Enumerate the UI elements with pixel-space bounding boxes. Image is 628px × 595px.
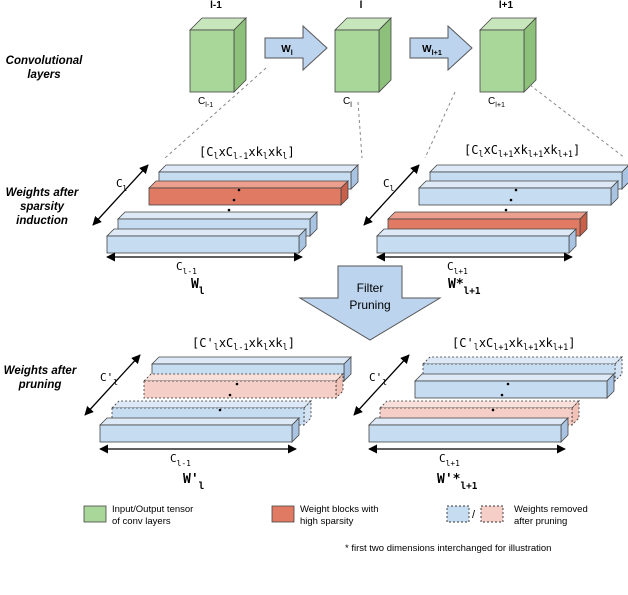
weight-matrix-name: W*l+1	[448, 277, 481, 297]
weight-block-blue	[418, 180, 619, 206]
weight-block-blue	[414, 373, 615, 399]
weight-arrow-label: Wl	[281, 44, 292, 57]
output-channel-label: Cl	[116, 177, 127, 193]
tensor-cube: lCl	[334, 0, 392, 109]
stack-pruning-right: [C'lxCl+1xkl+1xkl+1] C'lCl+1W'*l+1	[353, 336, 623, 492]
tensor-channel-label: Cl-1	[198, 96, 213, 109]
input-channel-label: Cl+1	[447, 260, 468, 276]
output-channel-label: C'l	[100, 371, 118, 387]
tensor-top-label: l-1	[210, 0, 222, 11]
tensor-cube: l+1Cl+1	[479, 0, 537, 109]
tensor-channel-label: Cl	[343, 96, 352, 109]
weight-block-pink	[143, 373, 344, 399]
weight-block-blue	[368, 417, 569, 443]
legend-removed-pink-swatch	[480, 505, 504, 523]
weight-arrows: Wl Wl+1	[264, 24, 473, 72]
weight-arrow-label: Wl+1	[422, 44, 442, 57]
ellipsis-dot	[491, 408, 495, 412]
legend-tensor-swatch	[83, 505, 107, 523]
weight-arrow: Wl	[264, 24, 328, 72]
weight-matrix-name: W'*l+1	[437, 472, 478, 492]
ellipsis-dot	[500, 393, 504, 397]
input-channel-label: Cl+1	[439, 452, 460, 468]
tensor-cubes: l-1Cl-1 lCl l+1Cl+1	[189, 0, 537, 109]
input-channel-label: Cl-1	[176, 260, 197, 276]
ellipsis-dot	[509, 198, 513, 202]
legend-sparse-swatch	[271, 505, 295, 523]
weight-block-blue	[99, 417, 300, 443]
tensor-top-label: l+1	[499, 0, 514, 11]
footnote: * first two dimensions interchanged for …	[345, 543, 551, 554]
tensor-channel-label: Cl+1	[488, 96, 505, 109]
projection-lines	[164, 67, 626, 159]
ellipsis-dot	[504, 208, 508, 212]
weight-shape-label: [C'lxCl+1xkl+1xkl+1]	[452, 336, 575, 353]
legend-slash: /	[472, 509, 476, 521]
weight-shape-label: [ClxCl+1xkl+1xkl+1]	[464, 143, 580, 160]
weight-shape-label: [C'lxCl-1xklxkl]	[192, 336, 295, 353]
channel-dimension-arrow	[363, 164, 420, 226]
ellipsis-dot	[228, 393, 232, 397]
input-channel-label: Cl-1	[170, 452, 191, 468]
weight-matrix-name: W'l	[183, 472, 204, 492]
weight-stacks: [ClxCl-1xklxkl]ClCl-1Wl[ClxCl+1xkl+1xkl+…	[84, 143, 628, 492]
weight-shape-label: [ClxCl-1xklxkl]	[199, 145, 295, 162]
tensor-cube: l-1Cl-1	[189, 0, 247, 109]
legend-removed-blue-swatch	[446, 505, 470, 523]
stack-pruning-left: [C'lxCl-1xklxkl] C'lCl-1W'l	[84, 336, 352, 492]
weight-block-blue	[376, 228, 577, 254]
ellipsis-dot	[232, 198, 236, 202]
ellipsis-dot	[514, 188, 518, 192]
weight-arrow: Wl+1	[409, 24, 473, 72]
ellipsis-dot	[506, 382, 510, 386]
weight-matrix-name: Wl	[191, 277, 204, 297]
output-channel-label: C'l	[369, 371, 387, 387]
weight-block-blue	[106, 228, 307, 254]
ellipsis-dot	[235, 382, 239, 386]
tensor-top-label: l	[360, 0, 363, 11]
ellipsis-dot	[237, 188, 241, 192]
ellipsis-dot	[218, 408, 222, 412]
ellipsis-dot	[227, 208, 231, 212]
output-channel-label: Cl	[383, 177, 394, 193]
channel-dimension-arrow	[84, 354, 141, 416]
weight-block-red	[148, 180, 349, 206]
channel-dimension-arrow	[353, 354, 410, 416]
channel-dimension-arrow	[92, 164, 149, 226]
